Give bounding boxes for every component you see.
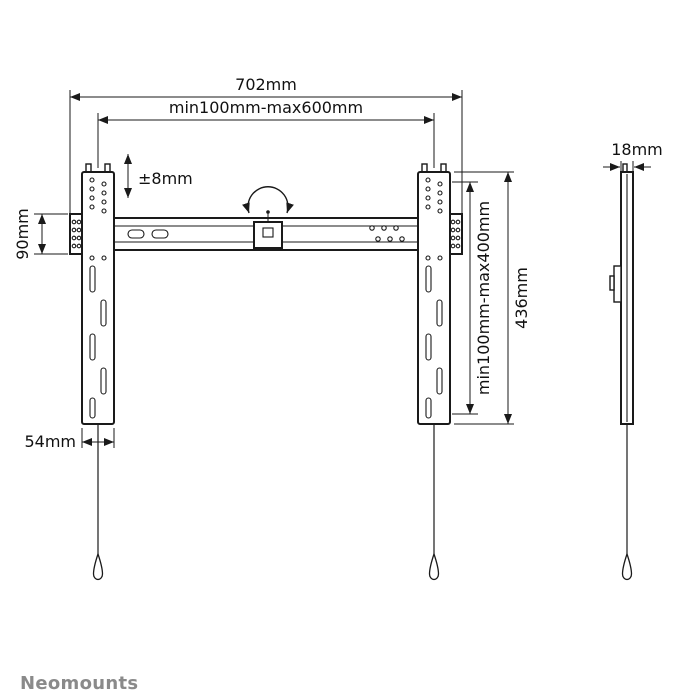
dim-width-range-label: min100mm-max600mm xyxy=(169,98,363,117)
right-bracket-rail xyxy=(417,163,451,425)
wall-bar-holes xyxy=(369,225,405,242)
rotation-arc-icon xyxy=(242,186,294,222)
dim-bracket-width-label: 54mm xyxy=(24,432,76,451)
end-plate-holes-right xyxy=(450,219,461,249)
side-profile-bracket xyxy=(613,265,622,303)
dim-bracket-height-label: 436mm xyxy=(512,267,531,329)
dimensions: 702mm min100mm-max600mm ±8mm 90mm xyxy=(13,75,663,451)
dim-bracket-width: 54mm xyxy=(24,428,115,451)
dim-height-range: min100mm-max400mm xyxy=(452,181,493,415)
left-bracket-rail xyxy=(81,163,115,425)
front-view xyxy=(69,163,463,581)
dim-depth: 18mm xyxy=(603,140,663,172)
side-view xyxy=(609,163,634,581)
left-rail-body xyxy=(81,171,115,425)
side-profile-top-hook xyxy=(622,163,628,173)
pull-handle-left xyxy=(92,551,104,581)
dim-height-adjustment: ±8mm xyxy=(124,154,193,198)
center-bracket xyxy=(253,221,283,249)
dim-total-width-label: 702mm xyxy=(235,75,297,94)
right-rail-holes xyxy=(425,177,443,419)
wall-bar-slots xyxy=(127,229,169,239)
brand-logo-text: Neomounts xyxy=(20,673,138,694)
pull-handle-side xyxy=(621,551,633,581)
dim-plate-height: 90mm xyxy=(13,208,68,260)
right-rail-body xyxy=(417,171,451,425)
dim-bracket-height: 436mm xyxy=(454,171,531,425)
left-rail-holes xyxy=(89,177,107,419)
dim-depth-label: 18mm xyxy=(611,140,663,159)
end-plate-holes-left xyxy=(71,219,82,249)
dim-height-adjustment-label: ±8mm xyxy=(138,169,193,188)
pull-strings xyxy=(92,424,440,581)
dim-height-range-label: min100mm-max400mm xyxy=(474,201,493,395)
dim-total-width: 702mm xyxy=(69,75,463,214)
side-profile-knob xyxy=(609,275,615,291)
dim-width-range: min100mm-max600mm xyxy=(97,98,435,168)
dim-plate-height-label: 90mm xyxy=(13,208,32,260)
pull-handle-right xyxy=(428,551,440,581)
